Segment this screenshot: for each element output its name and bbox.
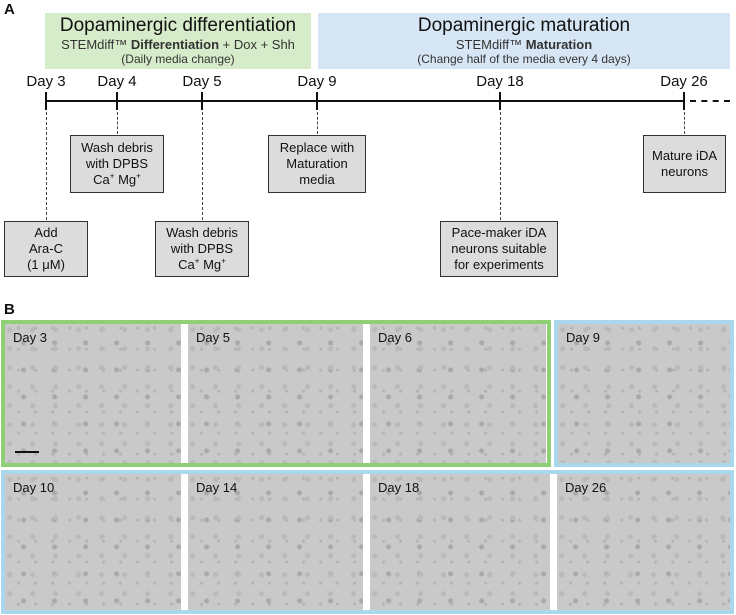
step-add-arac-line-1: Add xyxy=(34,225,58,240)
day-label-18: Day 18 xyxy=(476,73,524,90)
step-replace-media: Replace with Maturation media xyxy=(268,135,366,193)
micrograph-day-18: Day 18 xyxy=(370,474,550,610)
micrograph-day-3: Day 3 xyxy=(5,324,181,463)
step-mature-line-1: Mature iDA xyxy=(651,148,718,163)
day-label-5: Day 5 xyxy=(182,73,222,90)
step-pacemaker-neurons: Pace-maker iDA neurons suitable for expe… xyxy=(440,221,558,277)
maturation-phase-header: Dopaminergic maturation STEMdiff™ Matura… xyxy=(318,13,730,69)
step-wash-day-4: Wash debris with DPBS Ca+ Mg+ xyxy=(70,135,164,193)
connector-day-3 xyxy=(46,112,47,220)
ca-text: Ca xyxy=(178,257,195,272)
step-replace-line-2: Maturation xyxy=(286,156,348,171)
scale-bar xyxy=(15,451,39,453)
step-wash-day-4-ca-mg: Ca+ Mg+ xyxy=(93,172,141,188)
ca-superscript: + xyxy=(194,256,200,266)
step-replace-line-1: Replace with xyxy=(279,140,355,155)
step-mature-line-2: neurons xyxy=(661,164,708,179)
step-add-arac-line-2: Ara-C xyxy=(29,241,63,256)
maturation-title: Dopaminergic maturation xyxy=(417,15,631,36)
step-wash-day-5-line-2: with DPBS xyxy=(170,241,234,256)
panel-b-label: B xyxy=(4,301,15,318)
connector-day-5 xyxy=(202,112,203,220)
maturation-frame-day-9 xyxy=(554,320,734,467)
maturation-note: (Change half of the media every 4 days) xyxy=(417,52,631,66)
step-mature-neurons: Mature iDA neurons xyxy=(643,135,726,193)
micrograph-day-6-label: Day 6 xyxy=(378,330,412,345)
micrograph-day-9-label: Day 9 xyxy=(566,330,600,345)
micrograph-day-3-label: Day 3 xyxy=(13,330,47,345)
step-wash-day-5: Wash debris with DPBS Ca+ Mg+ xyxy=(155,221,249,277)
timeline-continuation xyxy=(690,100,730,102)
mg-superscript: + xyxy=(221,256,226,266)
ca-superscript: + xyxy=(109,171,115,181)
panel-a-label: A xyxy=(4,1,15,18)
mg-text: Mg xyxy=(114,172,137,187)
mg-superscript: + xyxy=(136,171,141,181)
day-label-3: Day 3 xyxy=(26,73,66,90)
micrograph-day-14: Day 14 xyxy=(188,474,363,610)
connector-day-9 xyxy=(317,112,318,134)
ca-text: Ca xyxy=(93,172,110,187)
micrograph-day-6: Day 6 xyxy=(370,324,546,463)
step-replace-line-3: media xyxy=(299,172,335,187)
maturation-frame-row-2 xyxy=(1,470,734,614)
micrograph-day-18-label: Day 18 xyxy=(378,480,420,495)
step-pacemaker-line-2: neurons suitable xyxy=(451,241,547,256)
micrograph-day-10: Day 10 xyxy=(5,474,181,610)
tick-day-4 xyxy=(116,92,118,110)
timeline-axis xyxy=(45,100,685,102)
connector-day-26 xyxy=(684,112,685,134)
differentiation-media-bold: Differentiation xyxy=(130,37,220,52)
day-label-9: Day 9 xyxy=(297,73,337,90)
tick-day-3 xyxy=(45,92,47,110)
tick-day-5 xyxy=(201,92,203,110)
differentiation-media-suffix: + Dox + Shh xyxy=(219,37,295,52)
differentiation-media-prefix: STEMdiff™ xyxy=(61,37,131,52)
tick-day-26 xyxy=(683,92,685,110)
tick-day-18 xyxy=(499,92,501,110)
tick-day-9 xyxy=(316,92,318,110)
differentiation-note: (Daily media change) xyxy=(121,52,235,66)
maturation-media-bold: Maturation xyxy=(525,37,593,52)
step-wash-day-4-line-2: with DPBS xyxy=(85,156,149,171)
step-wash-day-5-ca-mg: Ca+ Mg+ xyxy=(178,257,226,273)
micrograph-day-9: Day 9 xyxy=(558,324,730,463)
step-add-arac: Add Ara-C (1 μM) xyxy=(4,221,88,277)
mg-text: Mg xyxy=(199,257,222,272)
step-wash-day-4-line-1: Wash debris xyxy=(81,140,153,155)
differentiation-title: Dopaminergic differentiation xyxy=(59,15,297,36)
micrograph-day-14-label: Day 14 xyxy=(196,480,238,495)
differentiation-phase-header: Dopaminergic differentiation STEMdiff™ D… xyxy=(45,13,311,69)
day-label-4: Day 4 xyxy=(97,73,137,90)
connector-day-4 xyxy=(117,112,118,134)
micrograph-day-5-label: Day 5 xyxy=(196,330,230,345)
step-add-arac-line-3: (1 μM) xyxy=(27,257,65,272)
micrograph-day-10-label: Day 10 xyxy=(13,480,55,495)
maturation-media-prefix: STEMdiff™ xyxy=(455,37,526,52)
step-pacemaker-line-1: Pace-maker iDA xyxy=(451,225,547,240)
differentiation-media: STEMdiff™ Differentiation + Dox + Shh xyxy=(45,37,311,52)
step-wash-day-5-line-1: Wash debris xyxy=(166,225,238,240)
step-pacemaker-line-3: for experiments xyxy=(454,257,544,272)
micrograph-day-5: Day 5 xyxy=(188,324,363,463)
micrograph-day-26: Day 26 xyxy=(557,474,730,610)
connector-day-18 xyxy=(500,112,501,220)
micrograph-day-26-label: Day 26 xyxy=(565,480,607,495)
differentiation-frame xyxy=(1,320,551,467)
day-label-26: Day 26 xyxy=(660,73,708,90)
maturation-media: STEMdiff™ Maturation xyxy=(318,37,730,52)
